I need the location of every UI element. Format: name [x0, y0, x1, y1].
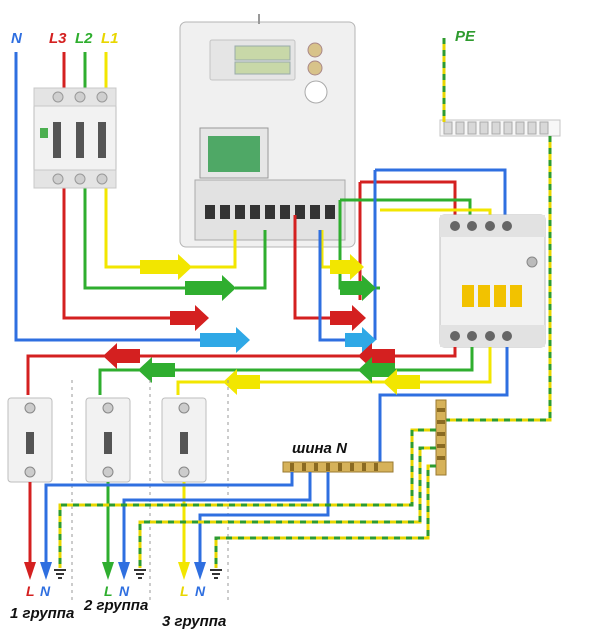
ground-symbols	[54, 569, 222, 579]
supply-wires	[14, 52, 200, 342]
electricity-meter	[179, 14, 356, 248]
label-pe: PE	[455, 28, 476, 45]
l2-supply-wire	[83, 52, 185, 290]
outgoing-arrows	[24, 562, 206, 580]
group3-n-label: N	[195, 583, 206, 599]
label-l2-supply: L2	[75, 30, 93, 47]
l3-group1-feed	[26, 347, 457, 395]
pe-bus-bar	[435, 399, 447, 476]
n-bus-bar	[282, 461, 394, 473]
n-bus-feed	[378, 347, 509, 462]
label-n-supply: N	[11, 30, 22, 47]
flow-arrows	[140, 254, 376, 353]
group1-breaker	[7, 397, 53, 483]
l3-supply-wire	[62, 52, 170, 320]
group2-breaker	[85, 397, 131, 483]
group2-l-label: L	[104, 583, 113, 599]
group1-l-label: L	[26, 583, 35, 599]
l1-supply-wire	[104, 52, 140, 269]
l3-meter-out-wire	[293, 180, 457, 320]
l1-group3-feed	[176, 347, 492, 395]
group1-n-label: N	[40, 583, 51, 599]
rcd-breaker	[439, 214, 546, 348]
label-l1-supply: L1	[101, 30, 119, 47]
group1-label: 1 группа	[10, 605, 75, 622]
group3-label: 3 группа	[162, 613, 227, 630]
l2-group2-feed	[98, 347, 474, 395]
group2-label: 2 группа	[84, 597, 149, 614]
outgoing-wires	[28, 428, 436, 568]
label-l3-supply: L3	[49, 30, 67, 47]
group2-n-label: N	[119, 583, 130, 599]
pe-wires	[442, 38, 552, 422]
label-bus-n: шина N	[292, 440, 347, 457]
group-separators	[71, 380, 229, 600]
rcd-output-arrows	[103, 343, 420, 395]
rcd-output-wires	[26, 347, 509, 462]
input-breaker	[33, 87, 117, 189]
group3-breaker	[161, 397, 207, 483]
group-breakers	[7, 397, 207, 483]
pe-terminal-block	[439, 119, 561, 137]
group3-l-label: L	[180, 583, 189, 599]
n-supply-wire	[14, 52, 200, 342]
